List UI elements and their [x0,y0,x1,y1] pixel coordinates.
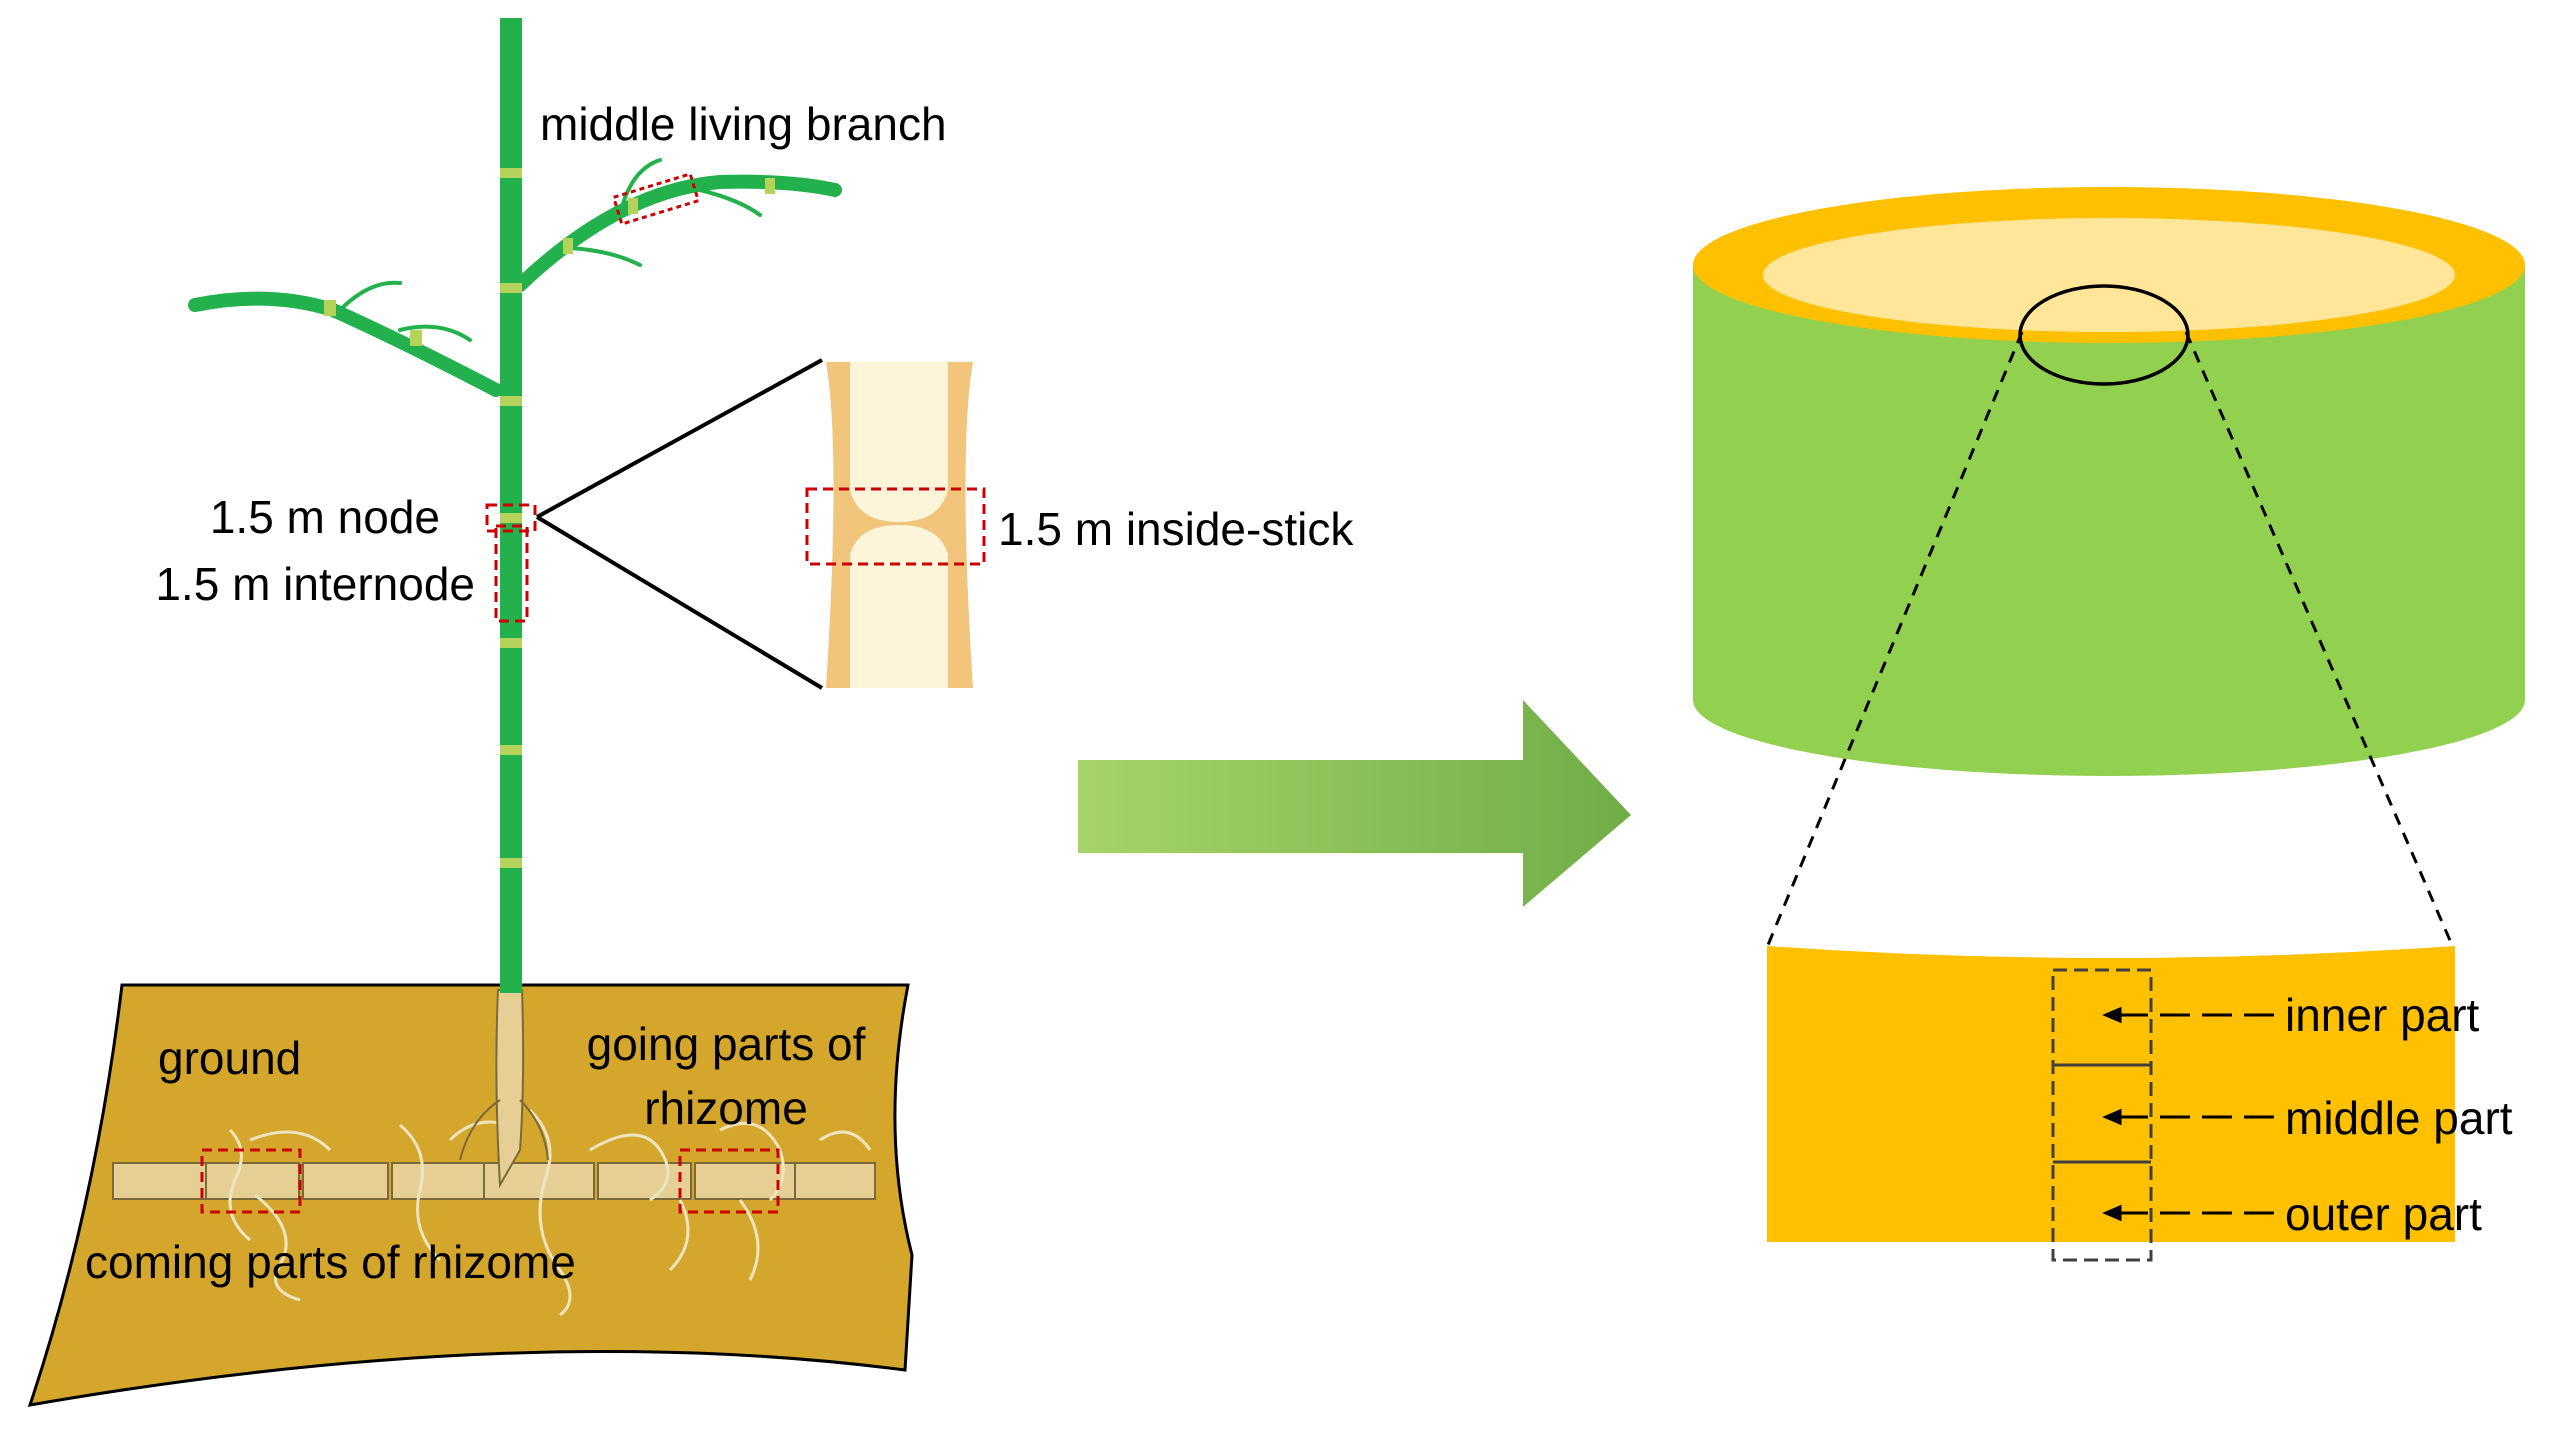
culm-base-root [459,989,549,1189]
inside-stick-section [826,362,973,688]
layer-leader-lines [2102,1006,2282,1222]
rhizome-roots [228,1108,872,1317]
culm-cavity [1763,218,2455,332]
culm-sample-boxes [485,172,701,623]
transition-arrow [1078,700,1631,907]
culm-nodes [500,168,522,868]
rhizome-sample-boxes [200,1148,780,1214]
branch-sample-box [611,172,701,226]
coming-rhizome-sample-box [200,1148,302,1214]
label-outer-part: outer part [2285,1188,2482,1240]
branch-nodes [324,178,775,346]
focus-projection-lines [1766,331,2454,946]
inside-stick-sample-box [805,487,986,566]
label-going-parts-line1: going parts of [587,1018,866,1070]
label-inner-part: inner part [2285,989,2480,1041]
rhizome [112,1162,876,1200]
label-internode: 1.5 m internode [155,558,475,610]
label-ground: ground [158,1032,301,1084]
label-coming-parts: coming parts of rhizome [85,1236,576,1288]
label-middle-living-branch: middle living branch [540,98,947,150]
label-going-parts-line2: rhizome [644,1082,808,1134]
label-inside-stick: 1.5 m inside-stick [998,503,1354,555]
label-node: 1.5 m node [210,491,440,543]
going-rhizome-sample-box [678,1148,780,1214]
culm-cylinder [1693,187,2525,776]
node-sample-box [485,503,537,533]
lower-cavity [850,525,948,688]
wall-section-sample-strip [2051,968,2153,1262]
wall-section [1767,946,2455,1242]
label-middle-part: middle part [2285,1092,2513,1144]
zoom-lines [535,358,824,690]
upper-cavity [850,362,948,522]
